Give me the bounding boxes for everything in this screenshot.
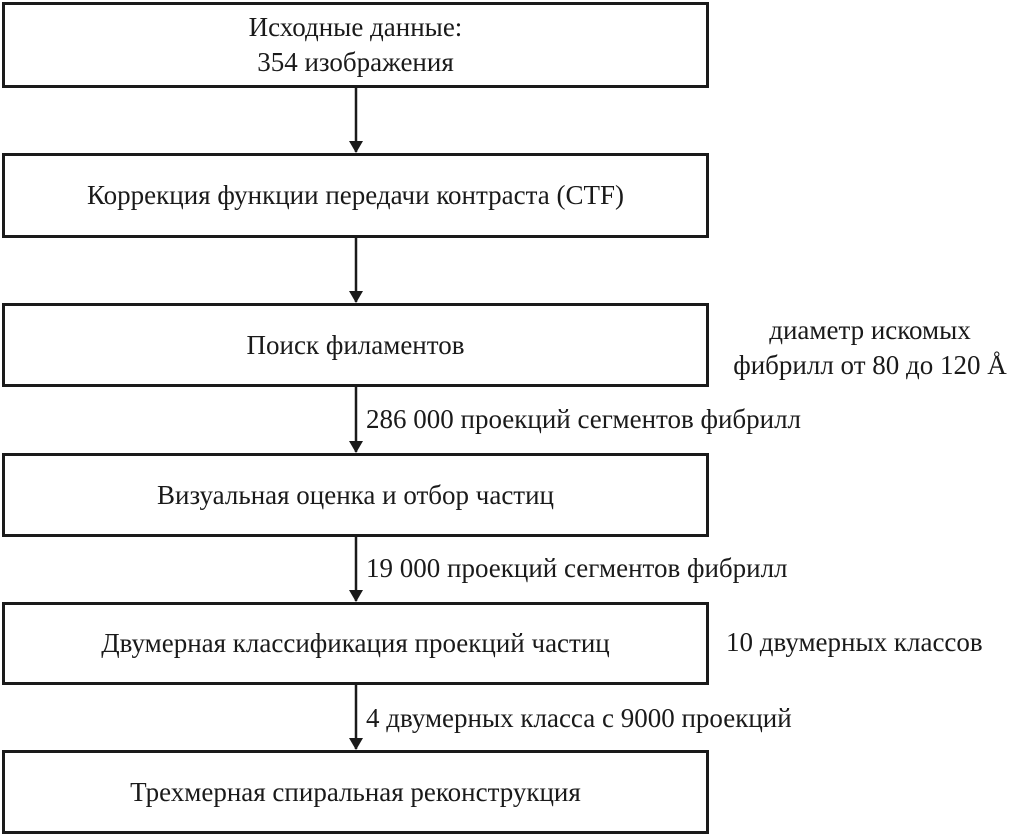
- step-ctf-correction-label: Коррекция функции передачи контраста (CT…: [87, 180, 624, 210]
- side-note-diameter-line-1: диаметр искомых: [769, 315, 971, 345]
- step-visual-selection: Визуальная оценка и отбор частиц: [2, 453, 709, 537]
- arrow-label-segments-286000: 286 000 проекций сегментов фибрилл: [366, 404, 802, 434]
- arrow-label-segments-19000: 19 000 проекций сегментов фибрилл: [366, 553, 788, 583]
- step-3d-reconstruction: Трехмерная спиральная реконструкция: [2, 750, 709, 834]
- step-ctf-correction: Коррекция функции передачи контраста (CT…: [2, 153, 709, 238]
- step-source-data-line-1: Исходные данные:: [248, 12, 463, 42]
- side-note-diameter-line-2: фибрилл от 80 до 120 Å: [733, 350, 1007, 380]
- side-note-2d-classes: 10 двумерных классов: [726, 627, 983, 657]
- step-source-data-line-2: 354 изображения: [257, 47, 454, 77]
- step-filament-search: Поиск филаментов: [2, 303, 709, 387]
- step-2d-classification: Двумерная классификация проекций частиц: [2, 602, 709, 685]
- step-visual-selection-label: Визуальная оценка и отбор частиц: [156, 479, 554, 510]
- arrow-label-classes-9000: 4 двумерных класса с 9000 проекций: [366, 703, 792, 733]
- side-note-diameter: диаметр искомых фибрилл от 80 до 120 Å: [720, 313, 1020, 383]
- step-2d-classification-label: Двумерная классификация проекций частиц: [101, 628, 610, 658]
- step-filament-search-label: Поиск филаментов: [246, 329, 465, 360]
- step-3d-reconstruction-label: Трехмерная спиральная реконструкция: [130, 776, 581, 807]
- step-source-data: Исходные данные: 354 изображения: [2, 2, 709, 88]
